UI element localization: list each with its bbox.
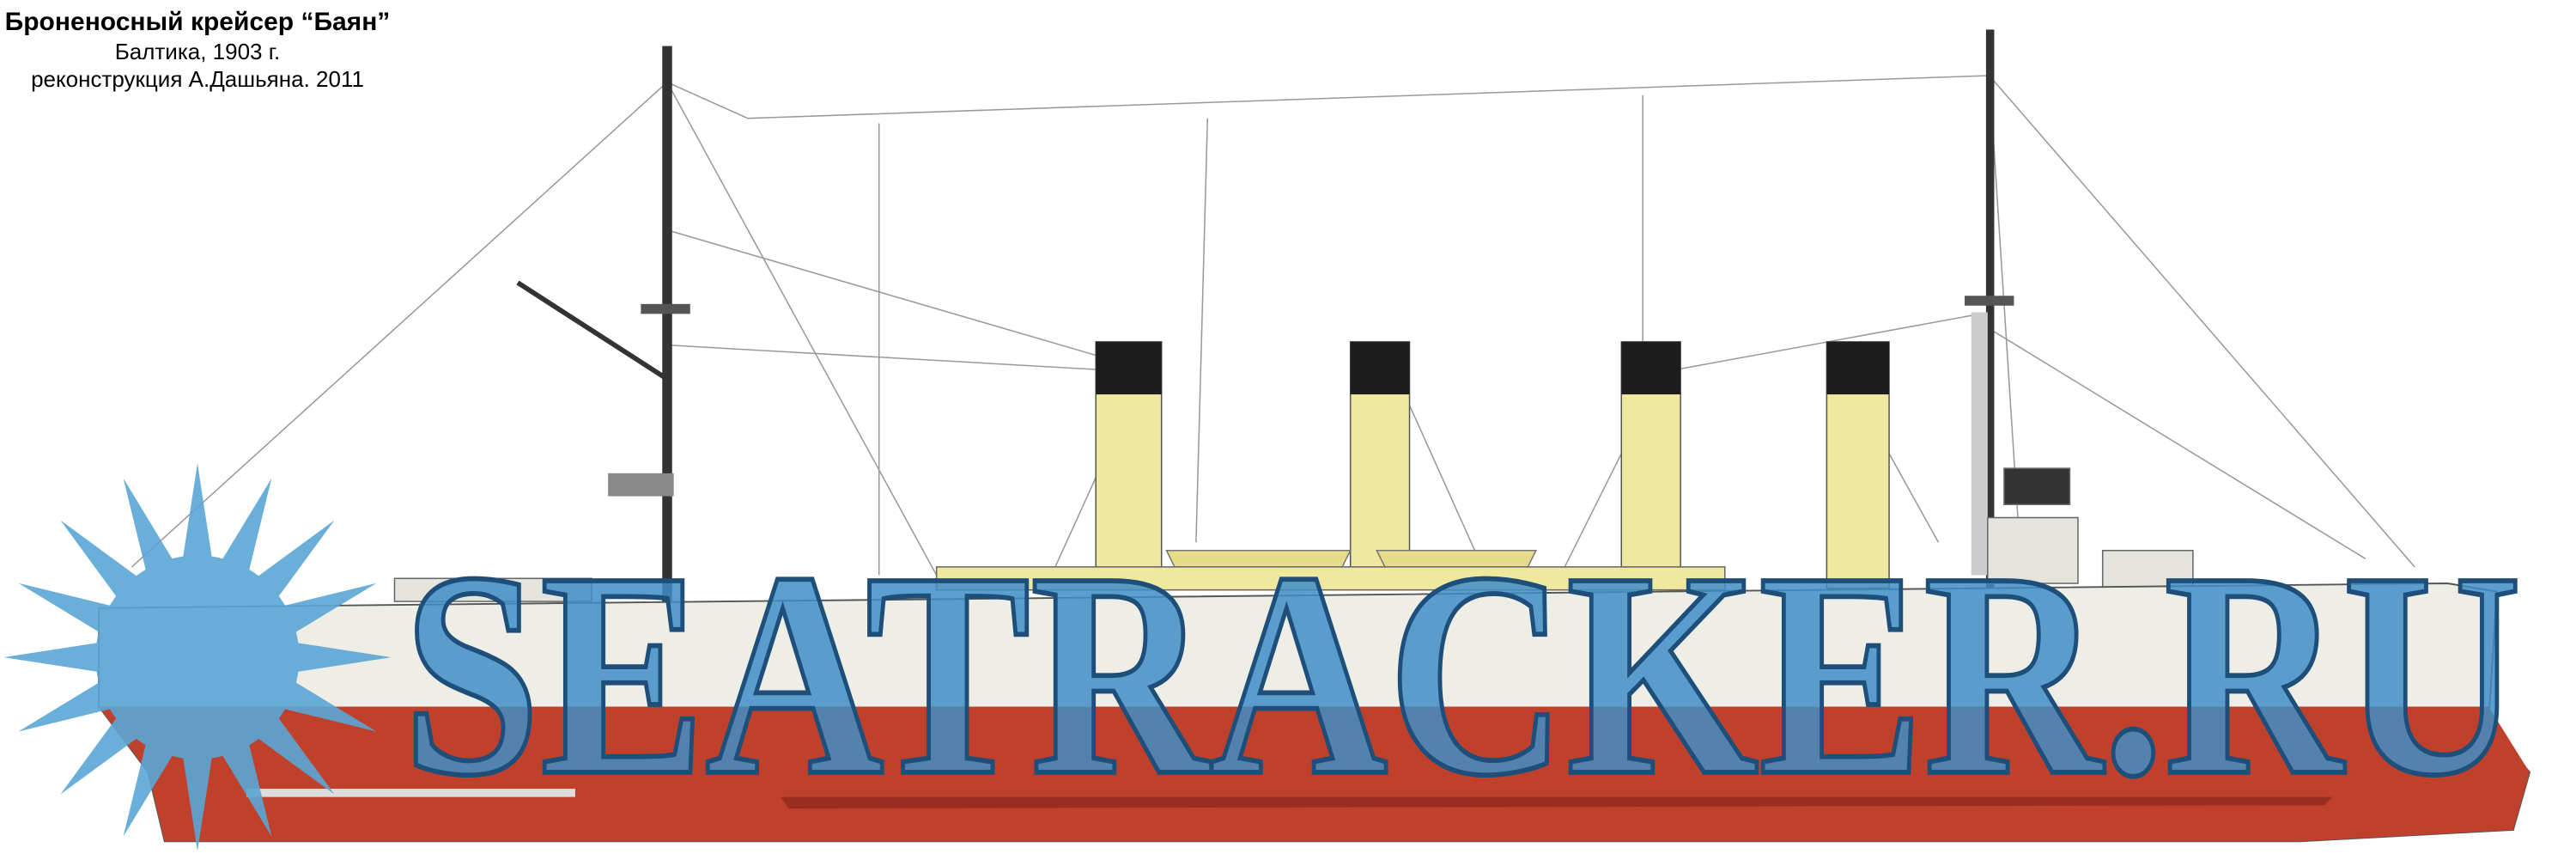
funnel-2 [1349, 341, 1411, 589]
funnel-1 [1095, 341, 1163, 589]
funnels [1095, 341, 1890, 589]
sunburst-ray [216, 733, 272, 837]
funnel-4 [1826, 341, 1890, 589]
sunburst-ray [123, 733, 179, 837]
sunburst-ray [60, 520, 147, 607]
sunburst-ray [181, 463, 214, 569]
sunburst-ray [3, 641, 109, 674]
sunburst-ray [123, 478, 179, 582]
fore-mast [516, 46, 690, 613]
page-title: Броненосный крейсер “Баян” [4, 8, 391, 36]
subtitle: Балтика, 1903 г. [114, 39, 281, 64]
title-block: Броненосный крейсер “Баян” Балтика, 1903… [0, 7, 395, 93]
rigging-lines [131, 75, 2415, 576]
sunburst-ray [286, 641, 392, 674]
funnel-3 [1620, 341, 1681, 589]
sunburst-ray [273, 676, 377, 732]
sunburst-ray [248, 520, 335, 607]
sunburst-ray [216, 478, 272, 582]
watermark-text: SEATRACKER.RU [403, 512, 2521, 836]
sunburst-ray [18, 676, 122, 732]
credit: реконструкция А.Дашьяна. 2011 [31, 66, 364, 92]
sunburst-ray [18, 582, 122, 638]
sunburst-logo [3, 463, 392, 851]
sunburst-ray [60, 708, 147, 795]
hull [98, 582, 2531, 843]
main-mast [1965, 29, 2014, 589]
sunburst-ray [273, 582, 377, 638]
sunburst-ray [248, 708, 335, 795]
sunburst-ray [181, 746, 214, 851]
